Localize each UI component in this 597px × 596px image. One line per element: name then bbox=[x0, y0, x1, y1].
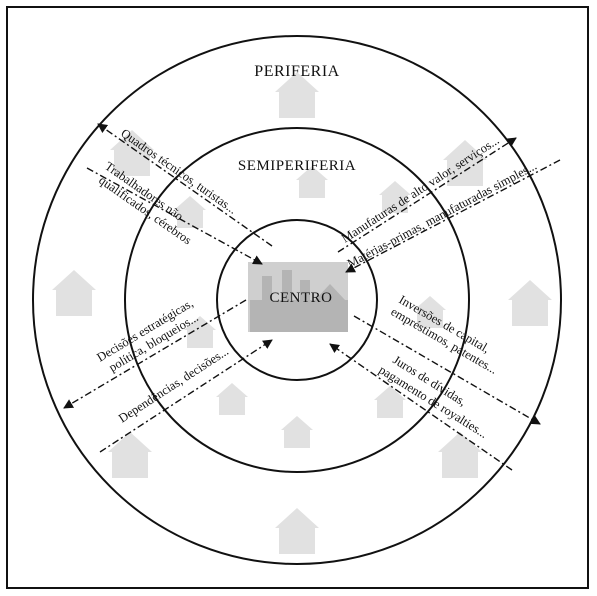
periferia-ring bbox=[32, 35, 562, 565]
semiperiferia-ring bbox=[124, 127, 470, 473]
factory-icon bbox=[248, 262, 348, 332]
arrow-materias bbox=[345, 159, 561, 273]
arrow-trabalhadores bbox=[86, 167, 263, 265]
arrow-dependencias bbox=[99, 339, 273, 453]
arrow-quadros bbox=[97, 123, 273, 247]
arrow-inversoes bbox=[353, 315, 541, 425]
periferia-label: PERIFERIA bbox=[254, 63, 339, 80]
centro-label: CENTRO bbox=[270, 290, 333, 306]
semiperiferia-label: SEMIPERIFERIA bbox=[238, 158, 356, 174]
arrow-juros bbox=[329, 343, 513, 471]
arrow-manufaturas bbox=[337, 137, 517, 253]
arrow-decisoes bbox=[63, 299, 247, 409]
